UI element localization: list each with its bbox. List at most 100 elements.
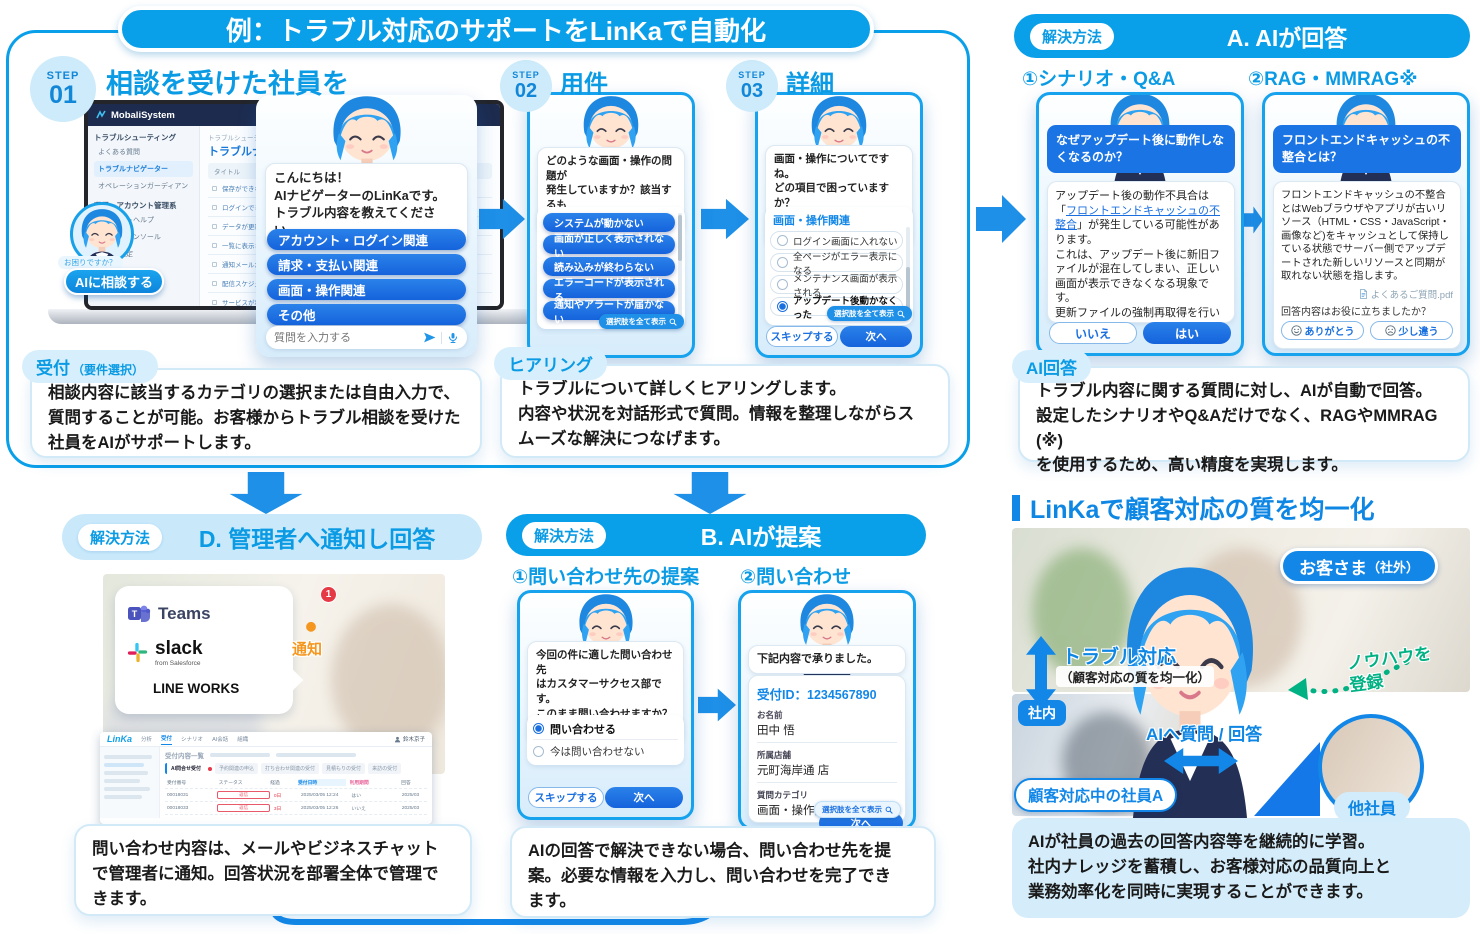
nav-analytics[interactable]: 分析: [141, 737, 153, 743]
sidebar-item-faq[interactable]: よくある質問: [98, 149, 140, 156]
option-other[interactable]: その他: [267, 304, 466, 325]
solution-tag: 解決方法: [1030, 22, 1115, 50]
radio-option[interactable]: 今は問い合わせない: [533, 740, 678, 762]
customer-badge: お客さま（社外）: [1280, 548, 1439, 584]
frown-icon: [1385, 325, 1396, 336]
option-account-login[interactable]: アカウント・ログイン関連: [267, 229, 466, 250]
cache-mismatch-link[interactable]: フロントエンドキャッシュの不整合: [1055, 204, 1220, 232]
radio-icon[interactable]: [777, 301, 788, 312]
scrollbar[interactable]: [678, 213, 682, 323]
checkbox[interactable]: [212, 242, 217, 248]
solution-tag: 解決方法: [522, 521, 607, 549]
sidebar-item-operation-guardian[interactable]: オペレーションガーディアン: [98, 183, 189, 190]
show-all-options-link[interactable]: 選択肢を全て表示: [827, 306, 912, 321]
consult-ai-button[interactable]: AIに相談する: [64, 268, 164, 295]
question-input[interactable]: [274, 331, 423, 344]
show-all-options-link[interactable]: 選択肢を全て表示: [814, 801, 901, 818]
option-billing[interactable]: 請求・支払い関連: [267, 254, 466, 275]
help-tooltip: お困りですか？: [58, 256, 123, 269]
notification-bell: 1: [288, 586, 337, 639]
radio-option[interactable]: ログイン画面に入れない: [770, 231, 903, 250]
thanks-button[interactable]: ありがとう: [1281, 321, 1364, 341]
document-icon: [1359, 289, 1368, 299]
arrow-down-icon: [673, 472, 747, 514]
next-button[interactable]: 次へ: [605, 787, 683, 808]
tab-visit[interactable]: 来訪の受付: [368, 763, 402, 774]
slack-logo: slack from Salesforce: [127, 638, 281, 667]
nav-scenario[interactable]: シナリオ: [181, 737, 204, 743]
radio-icon[interactable]: [533, 723, 544, 734]
zoom-icon: [669, 318, 677, 326]
ai-answer-description: トラブル内容に関する質問に対し、AIが自動で回答。 設定したシナリオやQ&Aだけ…: [1018, 366, 1470, 474]
sidebar-item-trouble-navigator[interactable]: トラブルナビゲーター: [94, 161, 193, 177]
yes-button[interactable]: はい: [1143, 322, 1231, 344]
lineworks-logo: LINE WORKS: [127, 679, 281, 698]
nav-reception[interactable]: 受付: [161, 734, 173, 745]
show-all-options-link[interactable]: 選択肢を全て表示: [599, 314, 684, 329]
radio-icon[interactable]: [777, 257, 788, 268]
checkbox[interactable]: [212, 223, 217, 229]
ai-question-answer-label: AIへ質問 / 回答: [1146, 725, 1263, 744]
detail-options-panel: 画面・操作関連 ログイン画面に入れない 全ページがエラー表示になる メンテナンス…: [765, 207, 913, 325]
nav-ai-chat[interactable]: AI会話: [212, 737, 229, 743]
ai-answer-card: フロントエンドキャッシュの不整合とはWebブラウザやアプリが古いリソース（HTM…: [1273, 181, 1461, 349]
skip-button[interactable]: スキップする: [766, 326, 838, 347]
mobalisystem-logo-icon: [96, 110, 106, 119]
ai-answer: フロントエンドキャッシュの不整合とはWebブラウザやアプリが古いリソース（HTM…: [1281, 190, 1450, 283]
option-loading-forever[interactable]: 読み込みが終わらない: [543, 257, 675, 276]
notify-description: 問い合わせ内容は、メールやビジネスチャット で管理者に通知。回答状況を部署全体で…: [74, 824, 472, 916]
next-button[interactable]: 次へ: [840, 326, 912, 347]
tab-reservation[interactable]: 予約関連の申込: [215, 763, 259, 774]
plant-decor: [1032, 548, 1132, 678]
trouble-support-sublabel: （顧客対応の質を均一化）: [1056, 666, 1215, 687]
zoom-icon: [897, 310, 905, 318]
option-system-frozen[interactable]: システムが動かない: [543, 213, 675, 232]
sidebar-group[interactable]: トラブルシューティング: [94, 133, 177, 142]
divider: [441, 331, 442, 344]
checkbox[interactable]: [212, 261, 217, 267]
checkbox[interactable]: [212, 185, 217, 191]
person-silhouette: [331, 604, 445, 754]
radio-option[interactable]: メンテナンス画面が表示される: [770, 274, 903, 299]
ai-answer-label: AI回答: [1012, 350, 1091, 383]
slack-subtext: from Salesforce: [155, 660, 201, 667]
pdf-link[interactable]: よくあるご質問.pdf: [1281, 287, 1453, 301]
radio-option-selected[interactable]: 問い合わせる: [533, 718, 678, 740]
bot-message: 下記内容で承りました。: [748, 645, 906, 675]
receipt-card: 受付ID：1234567890 お名前 田中 悟 所属店舗 元町海岸通 店 質問…: [748, 675, 906, 823]
no-button[interactable]: いいえ: [1049, 322, 1137, 344]
chat-rag-mmrag: フロントエンドキャッシュの不 整合とは？ フロントエンドキャッシュの不整合とはW…: [1262, 92, 1470, 356]
tab-meeting[interactable]: 打ち合わせ関連の受付: [261, 763, 320, 774]
option-screen-operation[interactable]: 画面・操作関連: [267, 279, 466, 300]
checkbox[interactable]: [212, 204, 217, 210]
checkbox[interactable]: [212, 299, 217, 305]
mic-icon[interactable]: [447, 331, 459, 344]
radio-option[interactable]: 全ページがエラー表示になる: [770, 252, 903, 277]
step-3-badge: STEP 03: [726, 60, 778, 112]
send-icon[interactable]: [423, 331, 436, 344]
differ-button[interactable]: 少し違う: [1370, 321, 1453, 341]
radio-icon[interactable]: [777, 235, 788, 246]
radio-icon[interactable]: [777, 279, 788, 290]
step-label: STEP: [46, 70, 80, 83]
account-menu[interactable]: 鈴木京子: [394, 735, 425, 743]
chat-tools-bubble: Teams slack from Salesforce LINE WORKS: [115, 586, 293, 714]
nav-organization[interactable]: 組織: [237, 737, 249, 743]
sidebar-group[interactable]: 運用・アカウント管理系: [94, 201, 177, 210]
scenario-qa-heading: ①シナリオ・Q&A: [1022, 69, 1176, 90]
arrow-right-icon: [1243, 206, 1263, 234]
step-number: 01: [49, 80, 77, 109]
skip-button[interactable]: スキップする: [528, 787, 604, 808]
checkbox[interactable]: [212, 280, 217, 286]
radio-icon[interactable]: [533, 745, 544, 757]
tab-ai-inquiry[interactable]: AI問合せ受付: [165, 763, 206, 774]
breadcrumb: トラブルシューティング: [208, 135, 280, 142]
notify-label: 通知: [292, 641, 323, 658]
tab-quote[interactable]: 見積もりの受付: [322, 763, 366, 774]
step-3-heading: 詳細: [786, 71, 834, 98]
option-display-broken[interactable]: 画面が正しく表示されない: [543, 234, 675, 260]
scrollbar[interactable]: [906, 227, 910, 317]
mobalisystem-logo: MobaliSystem: [111, 109, 175, 121]
